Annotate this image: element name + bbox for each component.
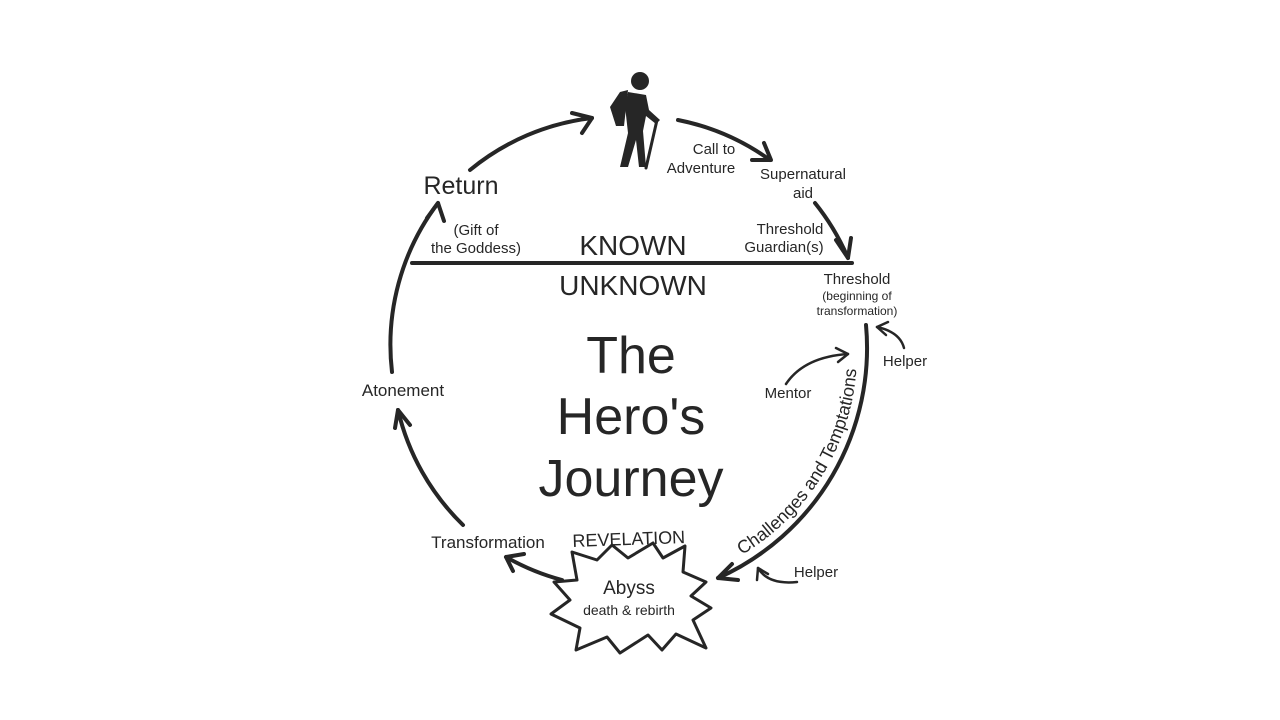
arrowhead-transformation [504, 552, 526, 573]
title-line3: Journey [539, 450, 724, 508]
return-label: Return [423, 172, 498, 200]
title-line2: Hero's [557, 388, 706, 446]
helper-upper-arrowhead [875, 320, 890, 337]
transformation-label: Transformation [431, 533, 545, 552]
arrowhead-challenges [716, 562, 740, 582]
arrowhead-return [425, 201, 446, 223]
arc-challenges [716, 323, 870, 580]
revelation-label: REVELATION [572, 527, 685, 551]
arc-top-right [676, 118, 772, 162]
helper-lower-label: Helper [794, 564, 838, 581]
arrowhead-threshold [834, 236, 853, 260]
helper-upper-label: Helper [883, 353, 927, 370]
supernatural-aid-line2: aid [793, 185, 813, 202]
abyss-starburst [549, 541, 713, 655]
arrowhead-top-left [570, 111, 594, 135]
mentor-arrow [784, 352, 850, 386]
abyss-label: Abyss [603, 578, 655, 599]
atonement-label: Atonement [362, 381, 444, 400]
call-to-adventure-line1: Call to [693, 141, 736, 158]
arc-top-left [468, 116, 594, 172]
hiker-icon [610, 72, 660, 170]
gift-line2: the Goddess) [431, 240, 521, 257]
arc-transformation-to-atonement [396, 408, 465, 527]
helper-lower-arrow [756, 566, 799, 584]
threshold-guardians-line2: Guardian(s) [744, 239, 823, 256]
abyss-note: death & rebirth [583, 602, 675, 618]
threshold-guardians-line1: Threshold [757, 221, 824, 238]
arrowhead-atonement [393, 408, 412, 430]
mentor-label: Mentor [765, 385, 812, 402]
unknown-label: UNKNOWN [559, 270, 707, 301]
arc-atonement-to-return [388, 201, 440, 374]
helper-upper-arrow [875, 325, 906, 350]
helper-lower-arrowhead [755, 566, 770, 582]
arrowhead-top-right [750, 141, 773, 162]
gift-line1: (Gift of [453, 222, 499, 239]
known-label: KNOWN [579, 230, 686, 261]
threshold-note-line1: (beginning of [822, 289, 892, 303]
supernatural-aid-line1: Supernatural [760, 166, 846, 183]
threshold-note-line2: transformation) [817, 304, 898, 318]
arc-abyss-to-transformation [504, 555, 564, 582]
threshold-label: Threshold [824, 271, 891, 288]
call-to-adventure-line2: Adventure [667, 160, 735, 177]
title-line1: The [586, 327, 676, 385]
mentor-arrowhead [834, 346, 850, 364]
